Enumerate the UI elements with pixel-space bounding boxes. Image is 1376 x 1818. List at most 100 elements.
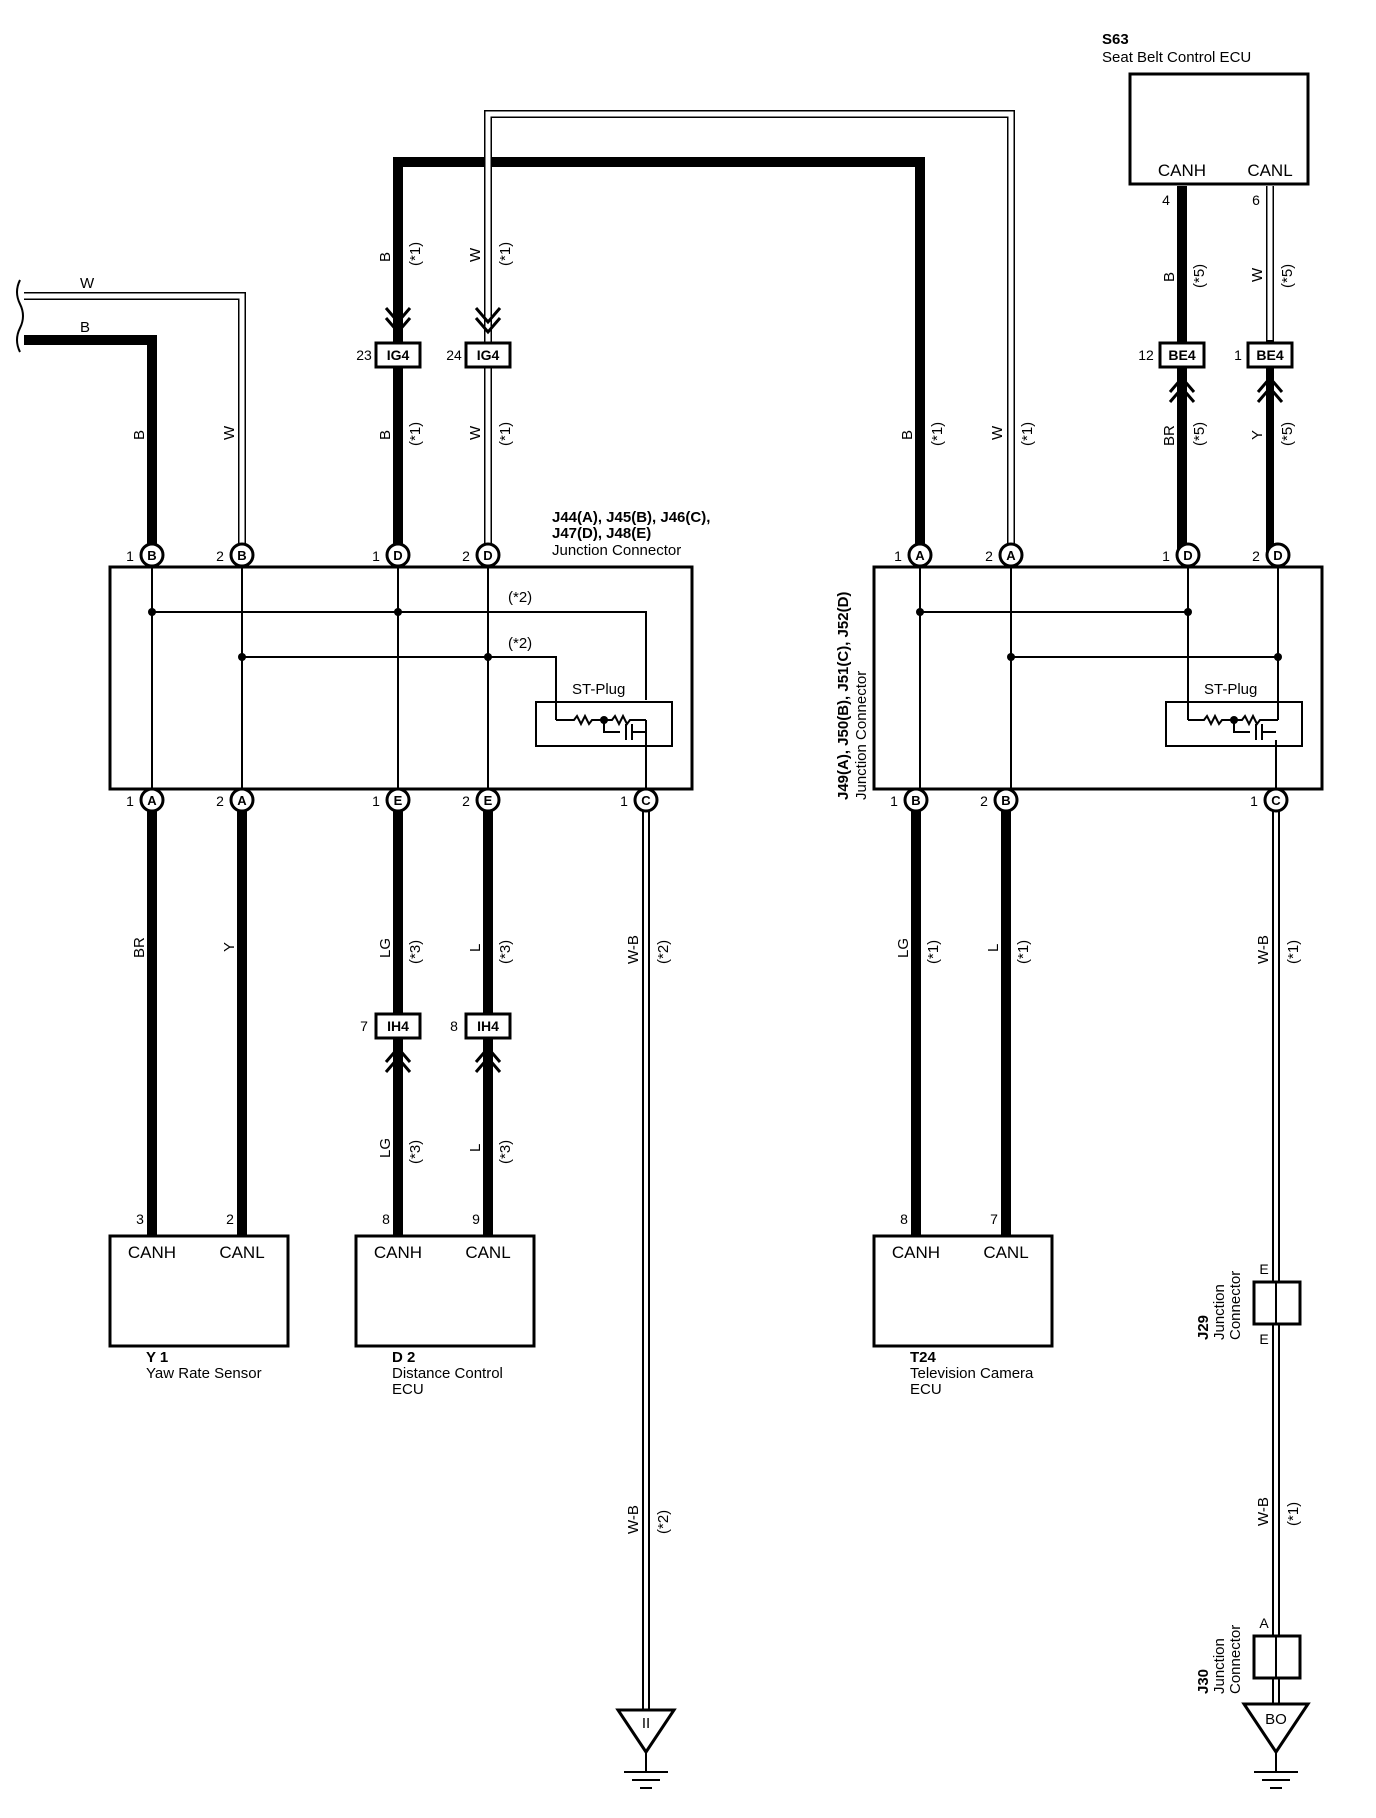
junction-box-right: ST-Plug J49(A), J50(B), J51(C), J52(D) J… <box>835 565 1324 800</box>
svg-text:W-B: W-B <box>1255 1497 1272 1526</box>
svg-text:BR: BR <box>131 937 148 958</box>
svg-text:9: 9 <box>472 1211 480 1227</box>
svg-text:1: 1 <box>1234 347 1242 363</box>
wire-break-mark <box>16 279 24 353</box>
svg-text:(*5): (*5) <box>1191 264 1208 288</box>
svg-text:(*5): (*5) <box>1191 422 1208 446</box>
svg-text:Y: Y <box>221 942 238 952</box>
svg-text:L: L <box>467 944 484 952</box>
component-y1: CANH CANL 3 2 Y 1 Yaw Rate Sensor <box>108 1211 290 1382</box>
svg-text:2: 2 <box>462 793 470 809</box>
svg-text:LG: LG <box>377 938 394 958</box>
svg-text:W-B: W-B <box>1255 935 1272 964</box>
svg-text:(*1): (*1) <box>497 242 514 266</box>
d2-code: D 2 <box>392 1349 415 1366</box>
component-d2: CANH CANL 8 9 D 2 Distance Control ECU <box>354 1211 536 1398</box>
svg-text:1: 1 <box>620 793 628 809</box>
st-plug-right-label: ST-Plug <box>1204 681 1257 698</box>
svg-text:(*5): (*5) <box>1279 264 1296 288</box>
svg-text:BR: BR <box>1161 425 1178 446</box>
svg-text:12: 12 <box>1138 347 1154 363</box>
svg-text:B: B <box>911 793 920 808</box>
pin-circles: B 1 B 2 D 1 D 2 A 1 A 2 E 1 E 2 C 1 A 1 … <box>126 542 1291 813</box>
svg-text:4: 4 <box>1162 192 1170 208</box>
svg-text:1: 1 <box>894 548 902 564</box>
svg-text:1: 1 <box>372 793 380 809</box>
svg-text:E: E <box>484 793 493 808</box>
svg-text:Connector: Connector <box>1227 1271 1244 1340</box>
st-plug-left-label: ST-Plug <box>572 681 625 698</box>
svg-text:D: D <box>483 548 492 563</box>
svg-text:(*1): (*1) <box>407 422 424 446</box>
svg-text:1: 1 <box>126 548 134 564</box>
svg-text:IG4: IG4 <box>387 347 410 363</box>
svg-text:CANH: CANH <box>1158 161 1206 180</box>
svg-text:W-B: W-B <box>625 935 642 964</box>
svg-text:7: 7 <box>990 1211 998 1227</box>
svg-text:1: 1 <box>126 793 134 809</box>
svg-text:Junction: Junction <box>1211 1284 1228 1340</box>
svg-text:A: A <box>915 548 925 563</box>
svg-text:1: 1 <box>890 793 898 809</box>
svg-text:CANL: CANL <box>983 1243 1028 1262</box>
svg-text:(*1): (*1) <box>1015 940 1032 964</box>
svg-text:CANH: CANH <box>892 1243 940 1262</box>
left-junction-title-2: J47(D), J48(E) <box>552 525 651 542</box>
svg-text:BE4: BE4 <box>1168 347 1195 363</box>
svg-text:(*3): (*3) <box>497 940 514 964</box>
be4-connector-1 <box>1246 341 1294 369</box>
svg-text:2: 2 <box>216 793 224 809</box>
svg-text:W: W <box>467 247 484 262</box>
svg-text:B: B <box>377 252 394 262</box>
svg-text:D: D <box>1183 548 1192 563</box>
svg-text:(*1): (*1) <box>1285 940 1302 964</box>
svg-text:(*1): (*1) <box>407 242 424 266</box>
ground-left: II <box>615 1708 677 1789</box>
svg-text:(*1): (*1) <box>497 422 514 446</box>
wire-b-left <box>24 335 157 555</box>
svg-text:B: B <box>80 319 90 336</box>
ih4-connector-8 <box>464 1012 512 1040</box>
svg-text:IH4: IH4 <box>477 1018 499 1034</box>
svg-text:8: 8 <box>900 1211 908 1227</box>
left-note-1: (*2) <box>508 589 532 606</box>
svg-text:IH4: IH4 <box>387 1018 409 1034</box>
svg-text:LG: LG <box>377 1138 394 1158</box>
svg-text:1: 1 <box>372 548 380 564</box>
svg-text:1: 1 <box>1250 793 1258 809</box>
s63-name: Seat Belt Control ECU <box>1102 49 1251 66</box>
ih4-connector-7 <box>374 1012 422 1040</box>
svg-text:B: B <box>147 548 156 563</box>
svg-text:(*1): (*1) <box>925 940 942 964</box>
svg-text:1: 1 <box>1162 548 1170 564</box>
svg-text:(*1): (*1) <box>929 422 946 446</box>
svg-text:B: B <box>1001 793 1010 808</box>
svg-text:W: W <box>467 425 484 440</box>
svg-text:8: 8 <box>450 1018 458 1034</box>
svg-text:B: B <box>131 430 148 440</box>
svg-text:B: B <box>237 548 246 563</box>
svg-text:IG4: IG4 <box>477 347 500 363</box>
svg-text:W: W <box>80 275 95 292</box>
svg-text:W-B: W-B <box>625 1505 642 1534</box>
right-junction-title-1: J49(A), J50(B), J51(C), J52(D) <box>835 592 852 800</box>
component-s63: S63 Seat Belt Control ECU CANH CANL 4 6 <box>1102 31 1310 208</box>
svg-text:W: W <box>221 425 238 440</box>
wire-w-left-fill <box>24 293 245 555</box>
svg-text:(*1): (*1) <box>1285 1502 1302 1526</box>
left-incoming-wires <box>16 279 246 555</box>
svg-text:6: 6 <box>1252 192 1260 208</box>
svg-text:C: C <box>641 793 651 808</box>
svg-text:7: 7 <box>360 1018 368 1034</box>
y1-name: Yaw Rate Sensor <box>146 1365 262 1382</box>
svg-text:Y: Y <box>1249 430 1266 440</box>
svg-text:E: E <box>394 793 403 808</box>
svg-text:CANH: CANH <box>374 1243 422 1262</box>
right-junction-title-2: Junction Connector <box>853 671 870 800</box>
st-plug-right <box>1165 701 1303 747</box>
svg-text:A: A <box>147 793 157 808</box>
left-junction-title-3: Junction Connector <box>552 542 681 559</box>
svg-text:C: C <box>1271 793 1281 808</box>
wire-w-bus <box>484 110 1015 555</box>
y1-code: Y 1 <box>146 1349 168 1366</box>
